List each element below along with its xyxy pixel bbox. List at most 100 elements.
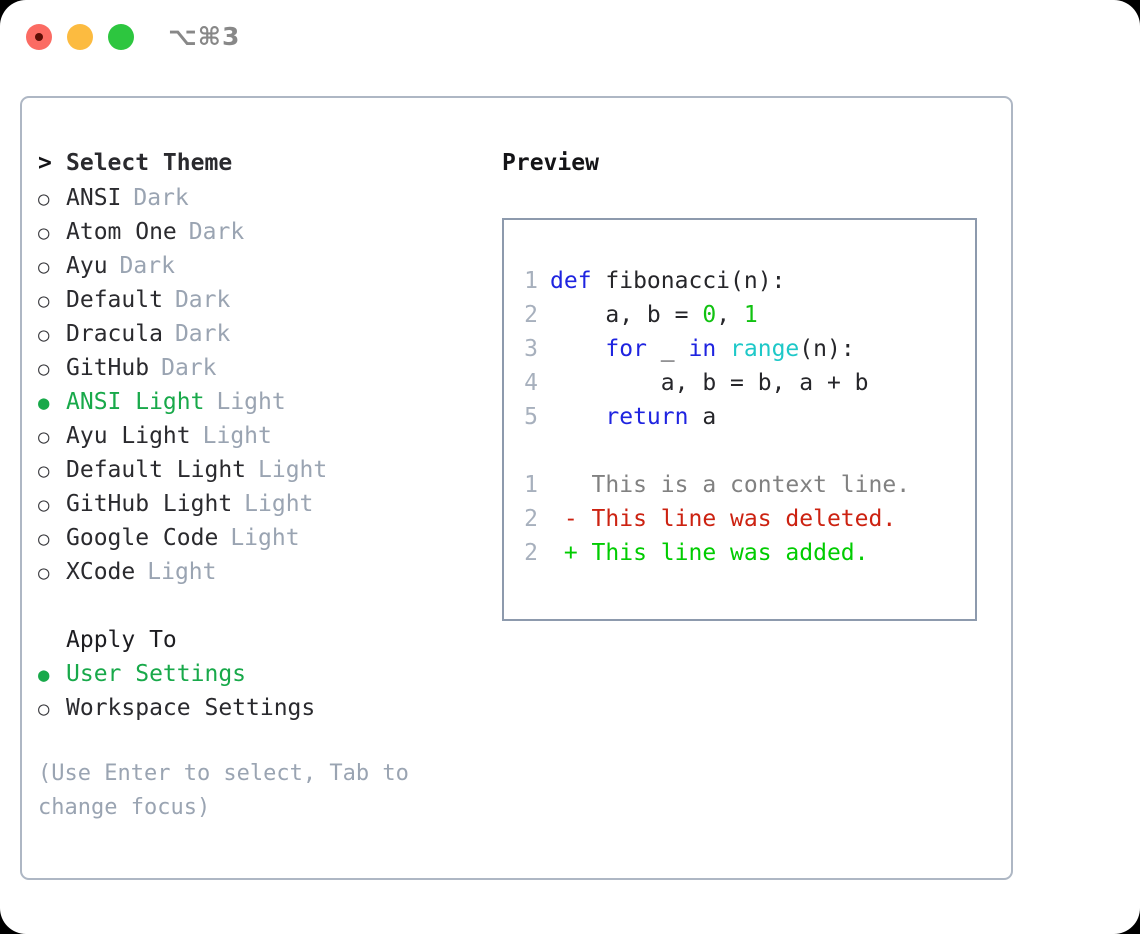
title-bar: ⌥⌘3 bbox=[0, 0, 1140, 78]
code-line-number: 1 bbox=[524, 268, 538, 294]
theme-option-default-light[interactable]: ○ Default Light Light bbox=[38, 453, 488, 487]
radio-unselected-icon: ○ bbox=[38, 358, 50, 380]
theme-variant-label: Dark bbox=[174, 321, 231, 347]
code-line-content: a, b = b, a + b bbox=[550, 366, 869, 400]
diff-sign: + bbox=[550, 540, 578, 566]
code-line: 3 for _ in range(n): bbox=[504, 332, 975, 366]
apply-to-option-user-settings[interactable]: ●User Settings bbox=[38, 657, 488, 691]
diff-line: 1 This is a context line. bbox=[504, 468, 975, 502]
code-token-plain: a bbox=[688, 404, 717, 430]
code-token-plain bbox=[550, 336, 605, 362]
theme-option-label: ANSI bbox=[66, 185, 122, 211]
diff-line-content: - This line was deleted. bbox=[550, 502, 896, 536]
apply-to-heading-label: Apply To bbox=[66, 627, 177, 653]
theme-variant-label: Dark bbox=[119, 253, 175, 279]
theme-option-label: Google Code bbox=[66, 525, 219, 551]
apply-to-option-list: ●User Settings ○ Workspace Settings bbox=[38, 657, 488, 725]
keyboard-hint-text: (Use Enter to select, Tab to change focu… bbox=[38, 761, 423, 820]
code-line-content: for _ in range(n): bbox=[550, 332, 854, 366]
code-token-num: 1 bbox=[743, 302, 758, 328]
code-diff-spacer bbox=[504, 434, 975, 468]
code-token-kw: for bbox=[605, 336, 647, 362]
code-token-plain: a, b = b, a + b bbox=[550, 370, 869, 396]
code-line-content: return a bbox=[550, 400, 716, 434]
apply-to-option-workspace-settings[interactable]: ○ Workspace Settings bbox=[38, 691, 488, 725]
code-line-number: 4 bbox=[524, 370, 538, 396]
diff-line-number: 2 bbox=[524, 540, 538, 566]
diff-line: 2 - This line was deleted. bbox=[504, 502, 975, 536]
diff-line-number: 2 bbox=[524, 506, 538, 532]
theme-variant-label: Light bbox=[147, 559, 217, 585]
diff-sample: 1 This is a context line.2 - This line w… bbox=[504, 468, 975, 570]
theme-variant-label: Dark bbox=[174, 287, 231, 313]
apply-to-heading: Apply To bbox=[38, 623, 488, 657]
code-line-number: 2 bbox=[524, 302, 538, 328]
code-line-content: a, b = 0, 1 bbox=[550, 298, 758, 332]
theme-option-default[interactable]: ○ Default Dark bbox=[38, 283, 488, 317]
apply-to-option-label: Workspace Settings bbox=[66, 695, 316, 721]
diff-sign bbox=[550, 472, 578, 498]
diff-text: This line was added. bbox=[577, 540, 869, 566]
diff-sign: - bbox=[550, 506, 578, 532]
code-line-number: 3 bbox=[524, 336, 538, 362]
theme-option-label: Default bbox=[66, 287, 163, 313]
code-token-kw: def bbox=[550, 268, 592, 294]
maximize-button-icon[interactable] bbox=[108, 24, 134, 50]
diff-line-content: + This line was added. bbox=[550, 536, 869, 570]
theme-variant-label: Dark bbox=[188, 219, 245, 245]
radio-unselected-icon: ○ bbox=[38, 460, 50, 482]
code-line-number: 5 bbox=[524, 404, 538, 430]
theme-option-label: Ayu bbox=[66, 253, 108, 279]
theme-option-label: Default Light bbox=[66, 457, 247, 483]
close-button-icon[interactable] bbox=[26, 24, 52, 50]
code-token-plain: a, b = bbox=[550, 302, 703, 328]
diff-line-number: 1 bbox=[524, 472, 538, 498]
diff-text: This line was deleted. bbox=[577, 506, 897, 532]
radio-unselected-icon: ○ bbox=[38, 188, 50, 210]
code-token-plain: _ bbox=[646, 336, 689, 362]
theme-option-ansi[interactable]: ○ ANSI Dark bbox=[38, 181, 488, 215]
code-token-plain bbox=[716, 336, 730, 362]
minimize-button-icon[interactable] bbox=[67, 24, 93, 50]
radio-unselected-icon: ○ bbox=[38, 494, 50, 516]
radio-selected-icon: ● bbox=[38, 392, 50, 414]
radio-unselected-icon: ○ bbox=[38, 290, 50, 312]
theme-option-ayu[interactable]: ○ Ayu Dark bbox=[38, 249, 488, 283]
code-line: 1 def fibonacci(n): bbox=[504, 264, 975, 298]
theme-variant-label: Dark bbox=[133, 185, 189, 211]
diff-line: 2 + This line was added. bbox=[504, 536, 975, 570]
code-token-plain bbox=[550, 404, 605, 430]
code-line-content: def fibonacci(n): bbox=[550, 264, 785, 298]
diff-line-content: This is a context line. bbox=[550, 468, 911, 502]
code-token-kw: in bbox=[688, 336, 717, 362]
select-theme-heading: > Select Theme bbox=[38, 146, 488, 180]
code-line: 4 a, b = b, a + b bbox=[504, 366, 975, 400]
radio-unselected-icon: ○ bbox=[38, 256, 50, 278]
theme-variant-label: Dark bbox=[161, 355, 217, 381]
theme-variant-label: Light bbox=[202, 423, 272, 449]
code-line: 2 a, b = 0, 1 bbox=[504, 298, 975, 332]
radio-unselected-icon: ○ bbox=[38, 528, 50, 550]
theme-variant-label: Light bbox=[244, 491, 314, 517]
theme-variant-label: Light bbox=[258, 457, 328, 483]
theme-option-label: XCode bbox=[66, 559, 136, 585]
section-spacer bbox=[38, 589, 488, 623]
preview-title: Preview bbox=[502, 150, 599, 176]
theme-option-label: Atom One bbox=[66, 219, 177, 245]
code-token-kw: return bbox=[605, 404, 689, 430]
radio-unselected-icon: ○ bbox=[38, 698, 50, 720]
radio-unselected-icon: ○ bbox=[38, 426, 50, 448]
